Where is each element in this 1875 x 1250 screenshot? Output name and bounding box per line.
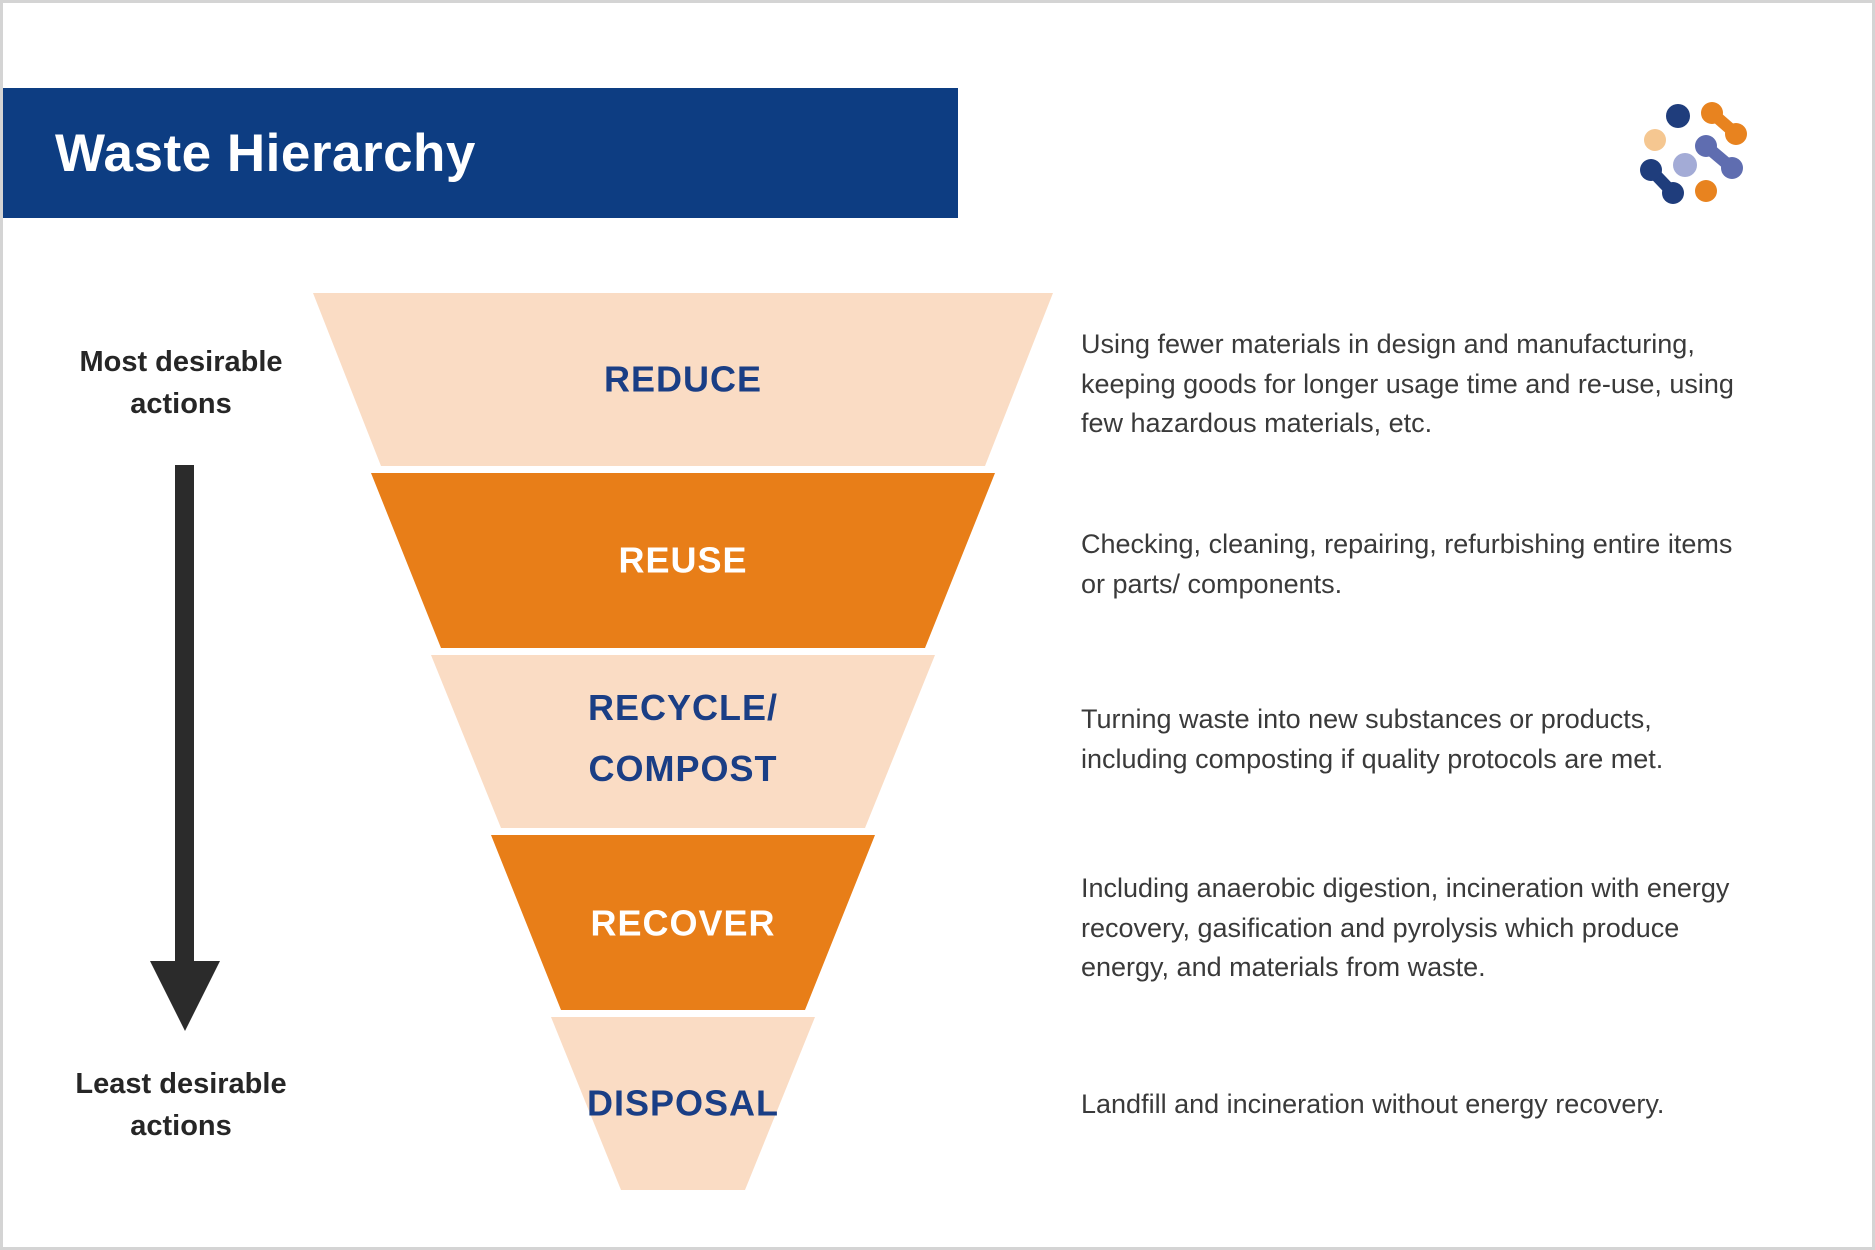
most-desirable-label: Most desirable actions: [79, 346, 283, 420]
description-recycle: Turning waste into new substances or pro…: [1081, 704, 1664, 774]
waste-funnel-diagram: [313, 293, 1053, 1190]
logo-darkblue-dot: [1666, 104, 1690, 128]
description-reuse: Checking, cleaning, repairing, refurbish…: [1081, 529, 1733, 599]
band-label-recover: RECOVER: [590, 902, 776, 944]
logo-darkblue-dot: [1662, 182, 1684, 204]
description-disposal: Landfill and incineration without energy…: [1081, 1089, 1665, 1119]
logo-peach-dot: [1644, 129, 1666, 151]
funnel-band-reduce: [313, 293, 1053, 466]
funnel-band-reuse: [371, 473, 995, 648]
logo-lightpurple-dot: [1673, 153, 1697, 177]
band-label-recycle: RECYCLE/ COMPOST: [587, 686, 779, 789]
funnel-band-disposal: [551, 1017, 815, 1190]
logo-orange-dot: [1695, 180, 1717, 202]
description-reduce: Using fewer materials in design and manu…: [1081, 329, 1734, 438]
down-arrow-shaft-icon: [175, 465, 194, 961]
logo-orange-dot: [1725, 123, 1747, 145]
band-label-reuse: REUSE: [618, 539, 748, 581]
title-bar: Waste Hierarchy: [3, 88, 958, 218]
logo-blue-dot: [1721, 157, 1743, 179]
page-title: Waste Hierarchy: [55, 123, 476, 183]
description-recover: Including anaerobic digestion, incinerat…: [1081, 873, 1730, 982]
funnel-band-recycle: [431, 655, 935, 828]
least-desirable-label: Least desirable actions: [75, 1068, 287, 1142]
logo-orange-dot: [1701, 102, 1723, 124]
funnel-band-recover: [491, 835, 875, 1010]
company-logo-icon: [1640, 102, 1747, 204]
down-arrow-head-icon: [150, 961, 220, 1031]
band-label-reduce: REDUCE: [603, 358, 763, 400]
logo-blue-dot: [1695, 135, 1717, 157]
band-label-disposal: DISPOSAL: [586, 1082, 780, 1124]
logo-darkblue-dot: [1640, 159, 1662, 181]
